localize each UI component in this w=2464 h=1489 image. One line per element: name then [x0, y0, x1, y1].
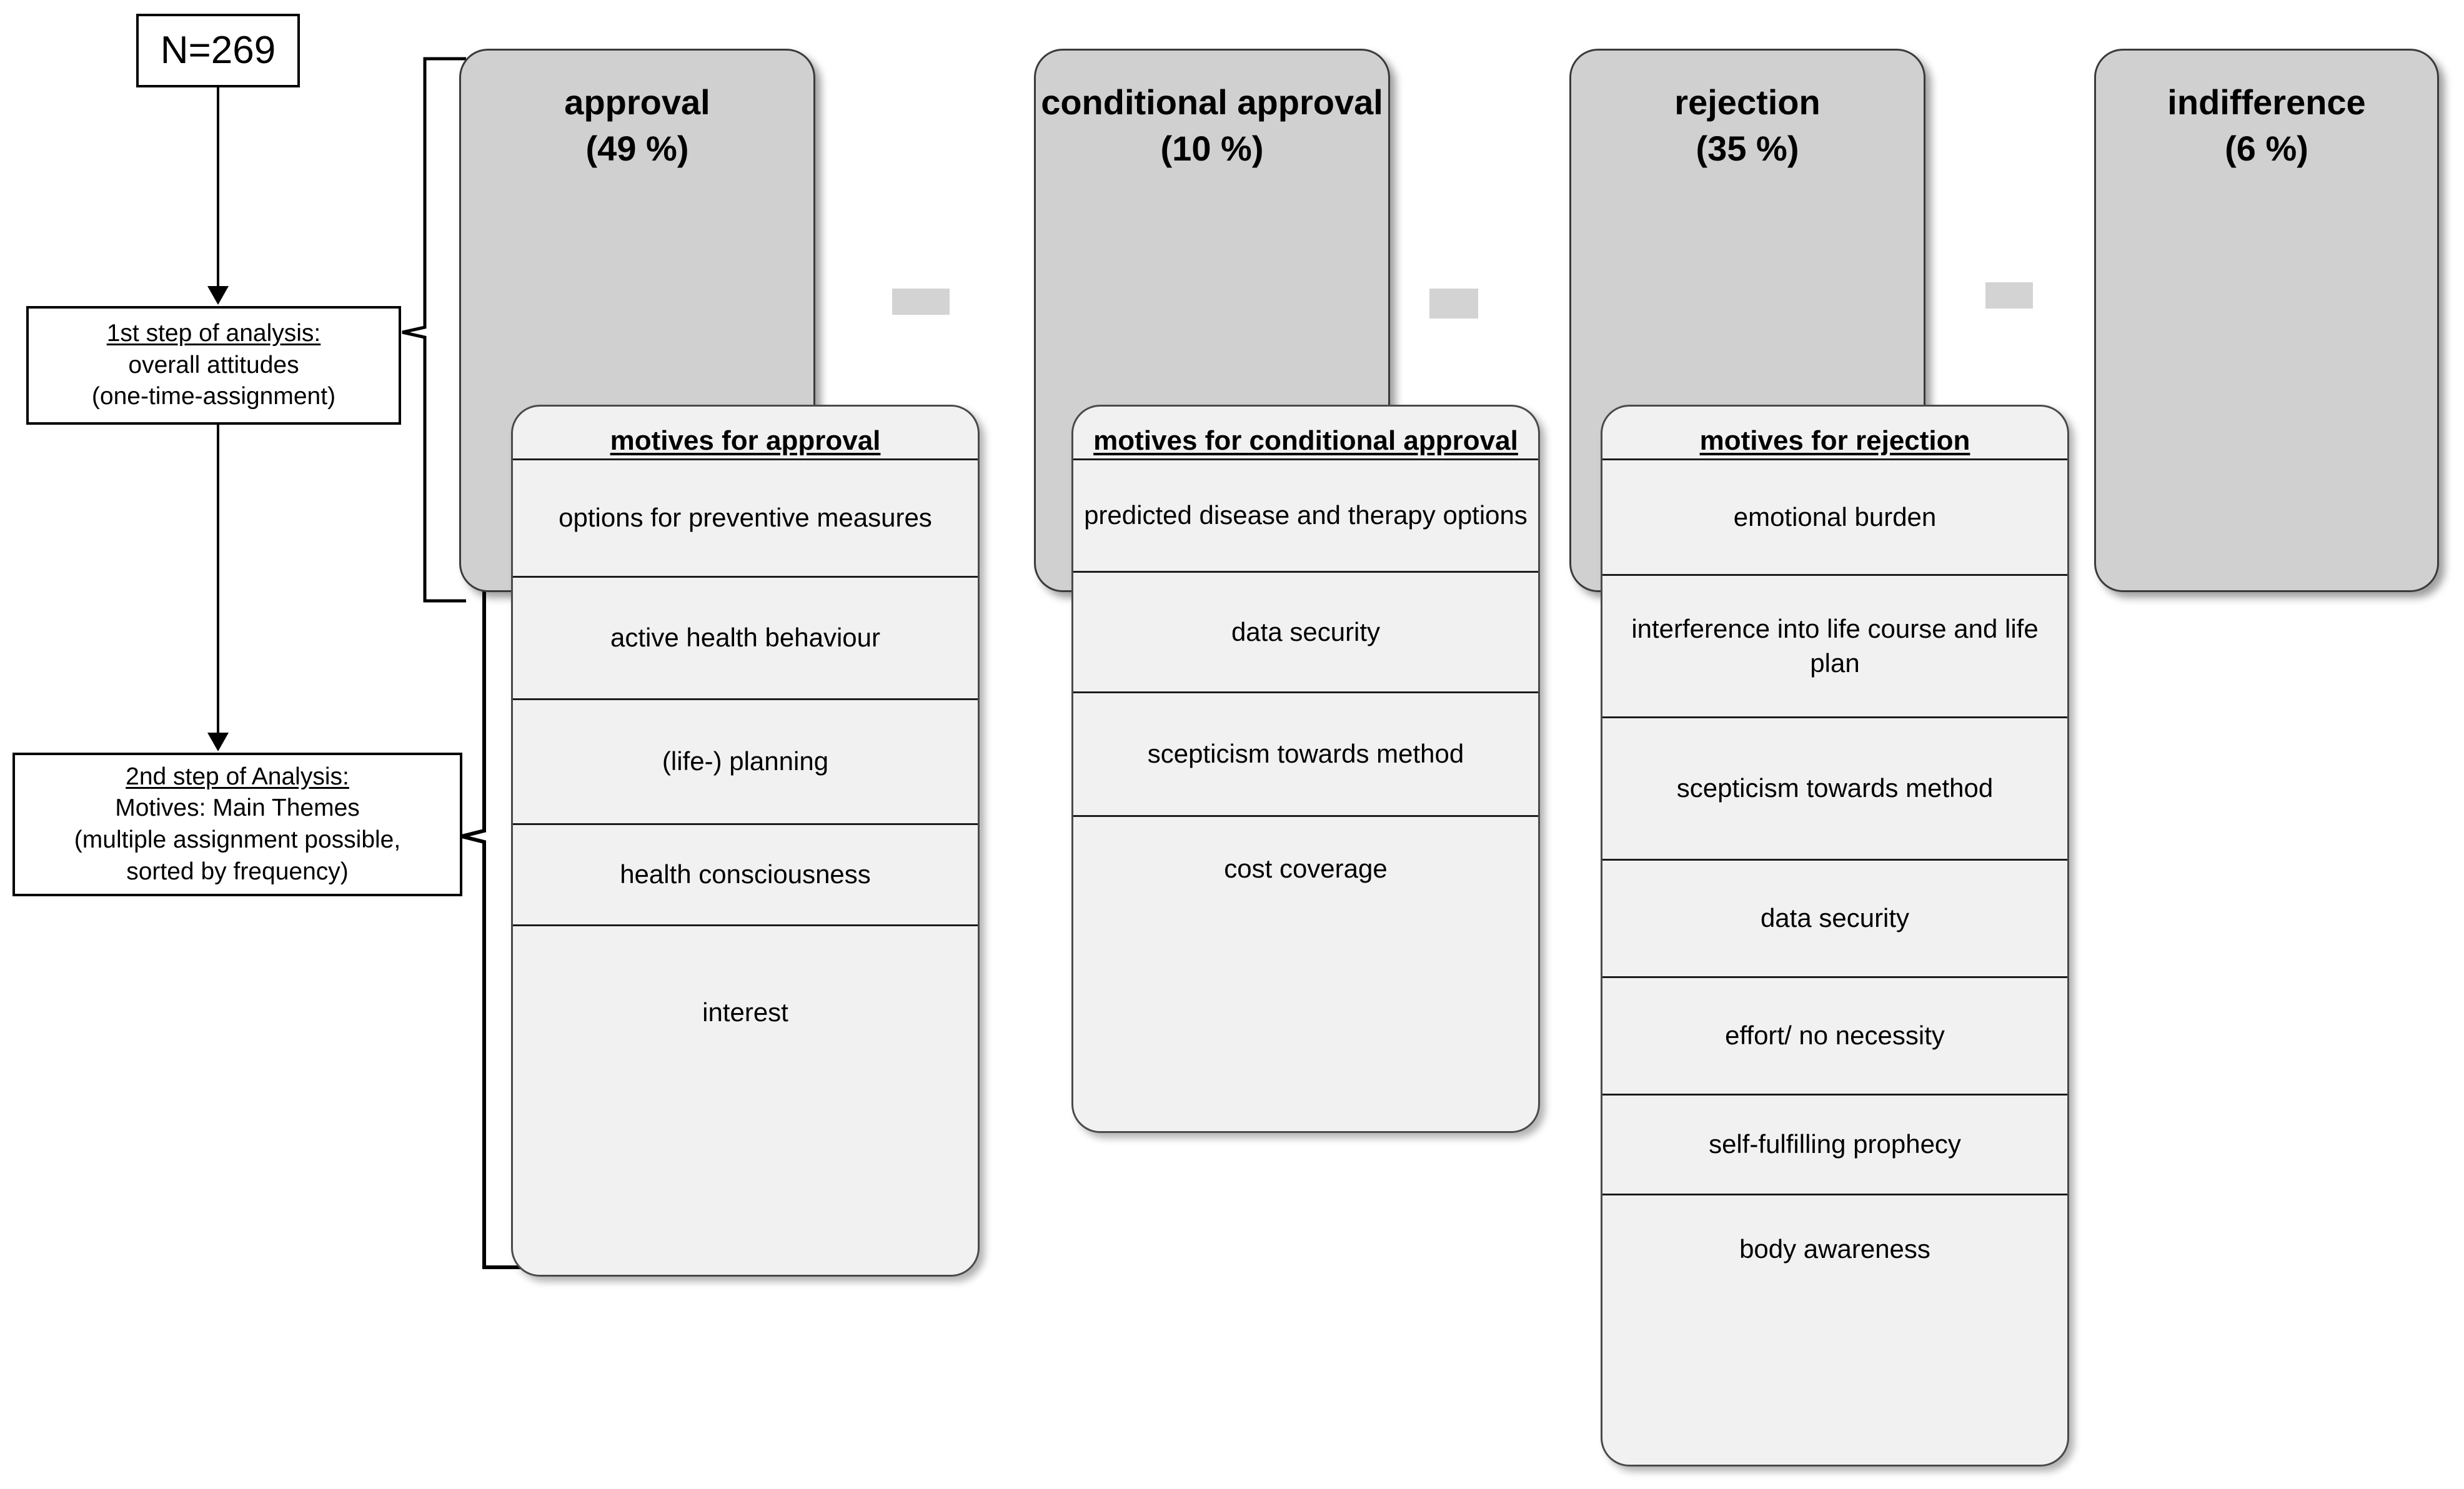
step1-box: 1st step of analysis: overall attitudes …: [26, 306, 401, 425]
motive-rows-rejection: emotional burden interference into life …: [1602, 458, 2067, 1465]
step2-line3: (multiple assignment possible,: [74, 826, 401, 853]
attitude-percent-conditional-approval: (10 %): [1160, 129, 1264, 169]
arrow-head-sample-to-step1: [207, 286, 229, 305]
motive-card-approval[interactable]: motives for approval options for prevent…: [511, 405, 980, 1277]
brace-step1-to-attitudes: [402, 57, 466, 603]
connector-dash-2: [1429, 289, 1478, 319]
motive-row[interactable]: predicted disease and therapy options: [1073, 458, 1538, 571]
motive-row[interactable]: data security: [1073, 571, 1538, 691]
step2-line4: sorted by frequency): [126, 858, 349, 885]
motive-row[interactable]: health consciousness: [513, 823, 978, 924]
motive-row[interactable]: interference into life course and life p…: [1602, 574, 2067, 716]
motive-row[interactable]: cost coverage: [1073, 815, 1538, 921]
sample-size-box: N=269: [136, 14, 300, 87]
step2-line2: Motives: Main Themes: [115, 794, 360, 822]
attitude-percent-approval: (49 %): [585, 129, 689, 169]
motive-rows-approval: options for preventive measures active h…: [513, 458, 978, 1275]
motive-row[interactable]: self-fulfilling prophecy: [1602, 1094, 2067, 1194]
step2-box: 2nd step of Analysis: Motives: Main Them…: [12, 753, 462, 896]
attitude-name-rejection: rejection: [1674, 82, 1821, 122]
motive-row[interactable]: body awareness: [1602, 1194, 2067, 1303]
sample-size-label: N=269: [160, 28, 276, 72]
motive-row[interactable]: (life-) planning: [513, 698, 978, 823]
motive-card-rejection[interactable]: motives for rejection emotional burden i…: [1601, 405, 2069, 1467]
attitude-percent-rejection: (35 %): [1696, 129, 1799, 169]
motive-heading-conditional-approval: motives for conditional approval: [1093, 425, 1518, 456]
motive-row[interactable]: scepticism towards method: [1602, 716, 2067, 859]
attitude-name-conditional-approval: conditional approval: [1041, 82, 1383, 122]
step1-title: 1st step of analysis:: [106, 319, 321, 347]
motive-rows-conditional-approval: predicted disease and therapy options da…: [1073, 458, 1538, 1131]
connector-dash-3: [1985, 282, 2033, 309]
attitude-name-indifference: indifference: [2167, 82, 2366, 122]
step2-title: 2nd step of Analysis:: [126, 763, 349, 790]
attitude-card-indifference[interactable]: indifference (6 %): [2094, 49, 2439, 592]
motive-card-conditional-approval[interactable]: motives for conditional approval predict…: [1071, 405, 1540, 1133]
motive-row[interactable]: data security: [1602, 859, 2067, 976]
motive-row[interactable]: scepticism towards method: [1073, 691, 1538, 815]
step1-line2: overall attitudes: [128, 351, 299, 378]
arrow-line-step1-to-step2: [217, 425, 219, 735]
connector-dash-1: [892, 289, 950, 315]
attitude-percent-indifference: (6 %): [2225, 129, 2308, 169]
arrow-line-sample-to-step1: [217, 87, 219, 289]
motive-heading-approval: motives for approval: [610, 425, 881, 456]
step1-line3: (one-time-assignment): [91, 383, 336, 410]
motive-row[interactable]: emotional burden: [1602, 458, 2067, 574]
motive-heading-rejection: motives for rejection: [1699, 425, 1970, 456]
motive-row[interactable]: active health behaviour: [513, 576, 978, 698]
motive-row[interactable]: options for preventive measures: [513, 458, 978, 576]
motive-row[interactable]: effort/ no necessity: [1602, 976, 2067, 1094]
attitude-name-approval: approval: [564, 82, 710, 122]
motive-row[interactable]: interest: [513, 924, 978, 1099]
arrow-head-step1-to-step2: [207, 733, 229, 751]
